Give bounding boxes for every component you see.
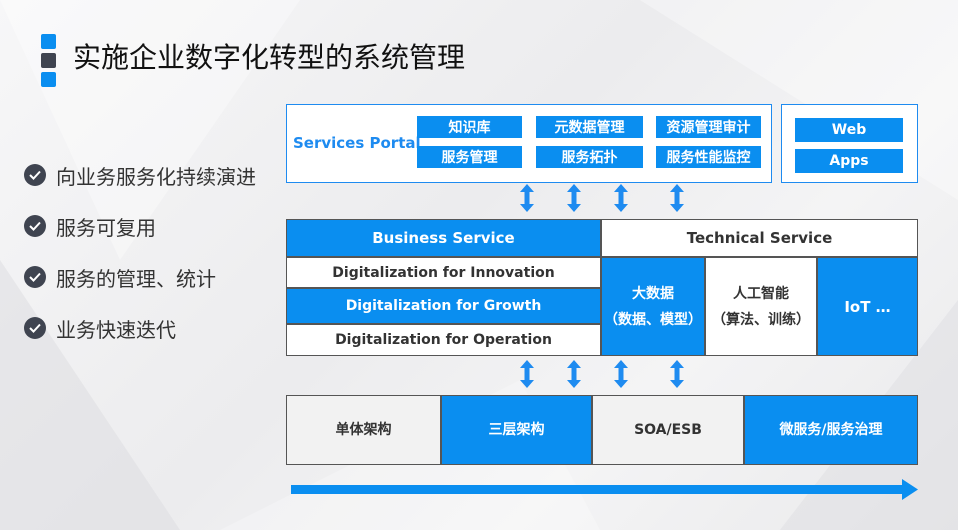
portal-item-metadata-management: 元数据管理 bbox=[536, 116, 643, 138]
title-square-3 bbox=[41, 72, 56, 87]
services-portal-label: Services Portal bbox=[293, 134, 421, 152]
channel-web: Web bbox=[795, 118, 903, 142]
double-arrow-icon bbox=[567, 360, 581, 388]
architecture-microservices: 微服务/服务治理 bbox=[744, 395, 918, 465]
double-arrow-icon bbox=[614, 360, 628, 388]
portal-item-resource-audit: 资源管理审计 bbox=[656, 116, 761, 138]
check-circle-icon bbox=[24, 164, 46, 186]
double-arrow-icon bbox=[520, 360, 534, 388]
tech-cell-line1: 人工智能 bbox=[733, 285, 789, 302]
tech-cell-big-data: 大数据 （数据、模型） bbox=[601, 257, 705, 356]
architecture-three-tier: 三层架构 bbox=[441, 395, 592, 465]
architecture-monolith: 单体架构 bbox=[286, 395, 441, 465]
portal-item-service-management: 服务管理 bbox=[417, 146, 522, 168]
bullet-item: 服务可复用 bbox=[24, 211, 156, 241]
bullet-item: 业务快速迭代 bbox=[24, 313, 176, 343]
double-arrow-icon bbox=[670, 360, 684, 388]
bullet-text: 向业务服务化持续演进 bbox=[56, 164, 256, 189]
business-row-innovation: Digitalization for Innovation bbox=[286, 257, 601, 288]
bullet-text: 业务快速迭代 bbox=[56, 317, 176, 342]
check-circle-icon bbox=[24, 317, 46, 339]
bullet-text: 服务的管理、统计 bbox=[56, 266, 216, 291]
business-row-operation: Digitalization for Operation bbox=[286, 324, 601, 356]
portal-item-knowledge-base: 知识库 bbox=[417, 116, 522, 138]
bullet-text: 服务可复用 bbox=[56, 215, 156, 240]
bullet-item: 向业务服务化持续演进 bbox=[24, 160, 256, 190]
tech-cell-line2: （数据、模型） bbox=[604, 311, 702, 328]
business-service-header: Business Service bbox=[286, 219, 601, 257]
tech-cell-line1: IoT … bbox=[844, 297, 891, 316]
tech-cell-line2: （算法、训练） bbox=[712, 311, 810, 328]
technical-service-header: Technical Service bbox=[601, 219, 918, 257]
check-circle-icon bbox=[24, 215, 46, 237]
channel-apps: Apps bbox=[795, 149, 903, 173]
double-arrow-icon bbox=[567, 184, 581, 212]
architecture-soa-esb: SOA/ESB bbox=[592, 395, 744, 465]
check-circle-icon bbox=[24, 266, 46, 288]
page-title: 实施企业数字化转型的系统管理 bbox=[73, 41, 466, 74]
timeline-arrow-icon bbox=[291, 479, 918, 500]
tech-cell-line1: 大数据 bbox=[632, 285, 674, 302]
tech-cell-ai: 人工智能 （算法、训练） bbox=[705, 257, 817, 356]
portal-item-performance-monitoring: 服务性能监控 bbox=[656, 146, 761, 168]
tech-cell-iot: IoT … bbox=[817, 257, 918, 356]
double-arrow-icon bbox=[670, 184, 684, 212]
title-square-2 bbox=[41, 53, 56, 68]
double-arrow-icon bbox=[520, 184, 534, 212]
business-row-growth: Digitalization for Growth bbox=[286, 288, 601, 324]
portal-item-service-topology: 服务拓扑 bbox=[536, 146, 643, 168]
bullet-item: 服务的管理、统计 bbox=[24, 262, 216, 292]
double-arrow-icon bbox=[614, 184, 628, 212]
title-square-1 bbox=[41, 34, 56, 49]
